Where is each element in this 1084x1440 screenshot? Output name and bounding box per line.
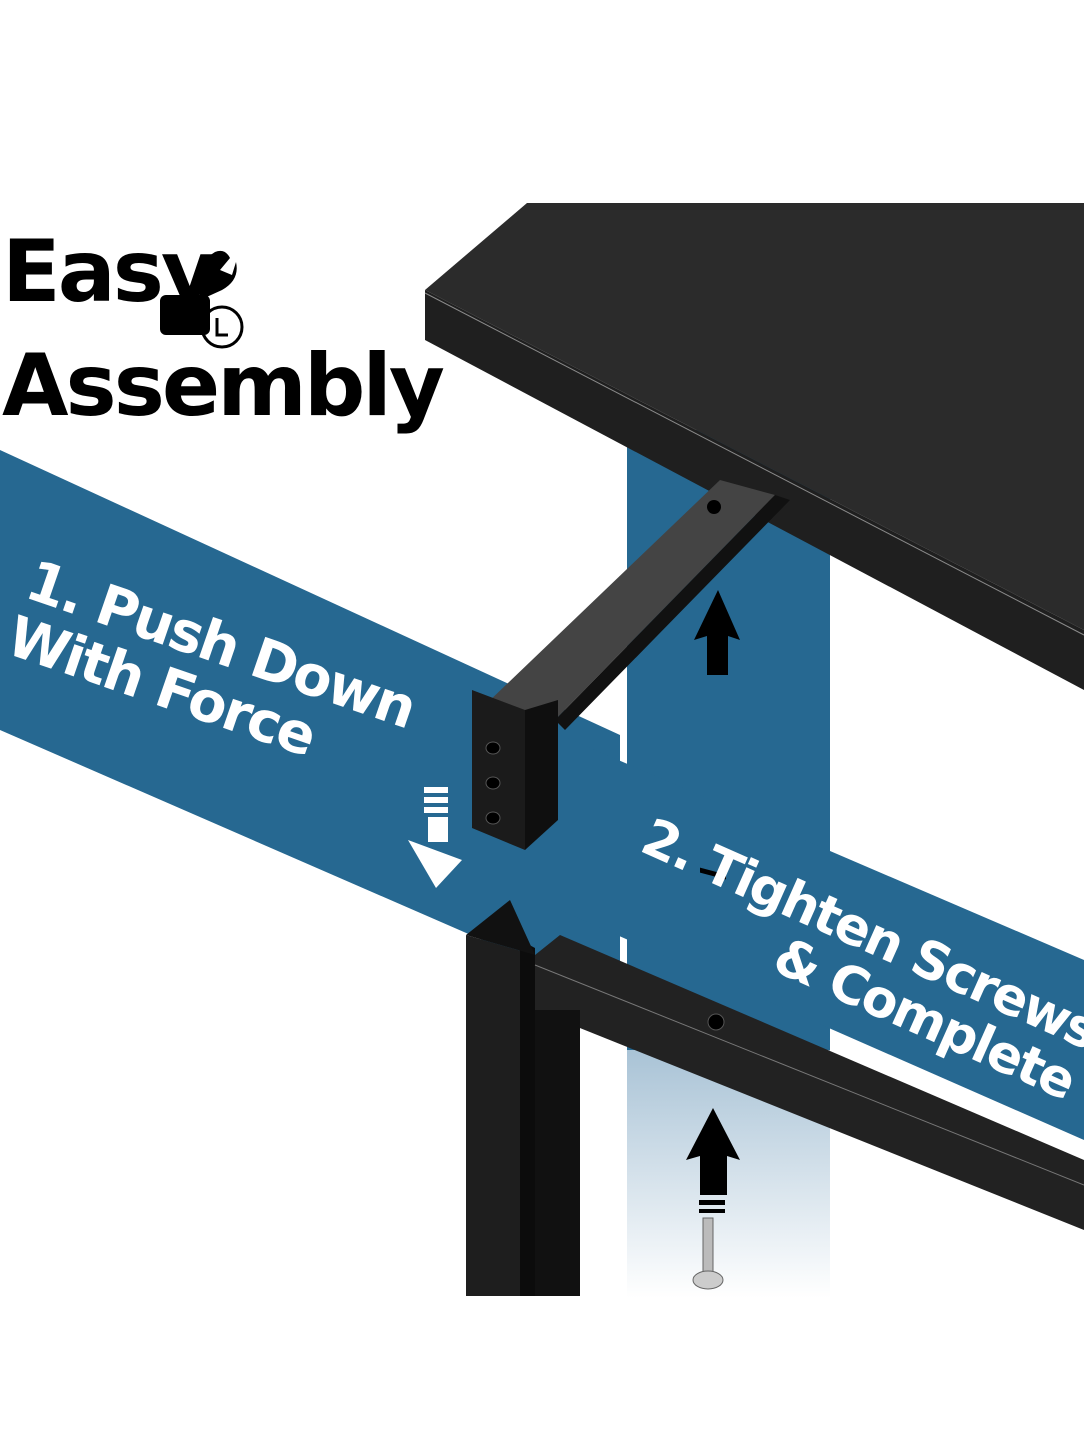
step2-band [560,735,1084,1140]
screw-bolt-icon [692,1217,724,1290]
arrow-down-icon [408,787,462,888]
step1-band [0,450,620,1000]
title-line-1: Easy [2,222,217,322]
title-line-2: Assembly [2,336,445,436]
wrench-hand-clock-icon [160,250,244,349]
l-bracket [472,480,790,850]
arrow-up-icon-bottom [686,1108,740,1213]
metal-frame [466,900,1084,1296]
arrow-up-icon [694,590,740,880]
